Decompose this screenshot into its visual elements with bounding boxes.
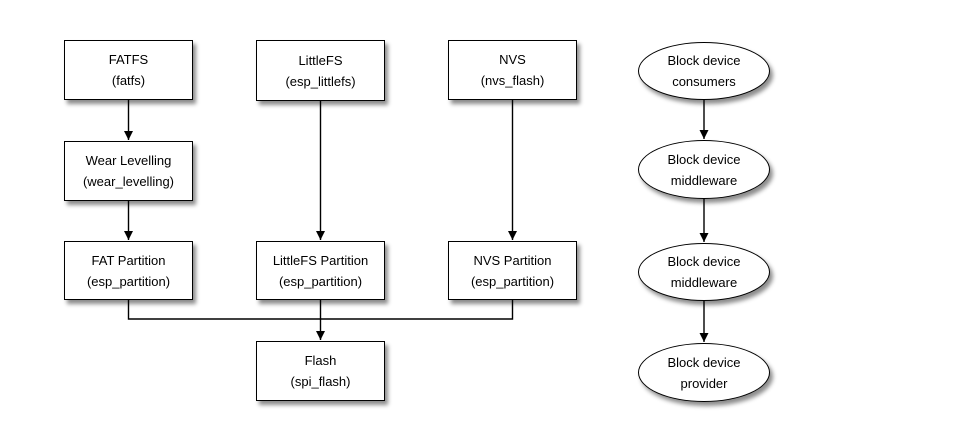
node-subtitle: (esp_partition) (470, 273, 555, 289)
node-subtitle: (spi_flash) (290, 374, 351, 389)
node-nvs: NVS (nvs_flash) (448, 40, 577, 100)
node-fatfs: FATFS (fatfs) (64, 40, 193, 100)
ellipse-block-device-middleware-1: Block device middleware (638, 140, 770, 199)
node-subtitle: (wear_levelling) (82, 174, 175, 189)
ellipse-line1: Block device (667, 354, 741, 370)
node-title: FAT Partition (91, 252, 166, 268)
node-littlefs: LittleFS (esp_littlefs) (256, 40, 385, 101)
node-wear-levelling: Wear Levelling (wear_levelling) (64, 141, 193, 201)
ellipse-line1: Block device (667, 151, 741, 167)
node-title: NVS (499, 52, 526, 67)
ellipse-line2: provider (680, 375, 728, 391)
ellipse-line1: Block device (667, 53, 741, 68)
node-title: NVS Partition (473, 252, 552, 268)
node-nvs-partition: NVS Partition (esp_partition) (448, 241, 577, 300)
node-littlefs-partition: LittleFS Partition (esp_partition) (256, 241, 385, 300)
node-title: LittleFS Partition (272, 252, 369, 268)
ellipse-line2: middleware (670, 172, 738, 188)
ellipse-block-device-provider: Block device provider (638, 343, 770, 402)
ellipse-line1: Block device (667, 254, 741, 269)
node-title: Wear Levelling (85, 153, 172, 168)
node-subtitle: (nvs_flash) (480, 73, 545, 88)
node-title: FATFS (108, 52, 149, 67)
ellipse-line2: consumers (672, 74, 736, 89)
ellipse-line2: middleware (670, 275, 738, 290)
ellipse-block-device-consumers: Block device consumers (638, 42, 770, 100)
node-title: Flash (304, 353, 337, 368)
node-subtitle: (esp_littlefs) (285, 73, 356, 89)
ellipse-block-device-middleware-2: Block device middleware (638, 243, 770, 301)
node-fat-partition: FAT Partition (esp_partition) (64, 241, 193, 300)
node-subtitle: (fatfs) (111, 73, 146, 88)
node-flash: Flash (spi_flash) (256, 341, 385, 401)
node-subtitle: (esp_partition) (278, 273, 363, 289)
node-title: LittleFS (298, 52, 343, 68)
node-subtitle: (esp_partition) (86, 273, 171, 289)
